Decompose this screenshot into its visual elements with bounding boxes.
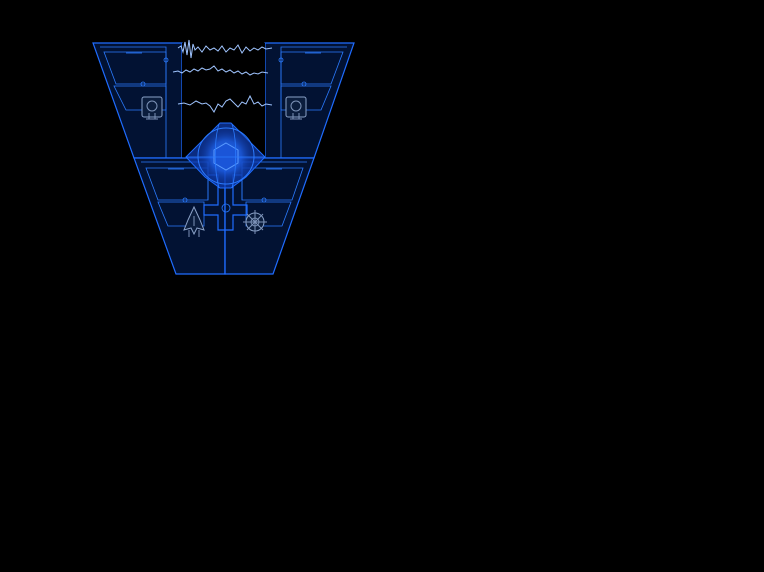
signal-trace-2 bbox=[172, 65, 269, 76]
signal-trace-1 bbox=[177, 39, 273, 59]
pipe-valve-icon[interactable] bbox=[285, 96, 307, 120]
pipe-valve-icon[interactable] bbox=[141, 96, 163, 120]
rocket-ship-icon[interactable] bbox=[183, 205, 205, 237]
upper-right-panel[interactable] bbox=[264, 42, 355, 159]
upper-left-panel[interactable] bbox=[92, 42, 183, 159]
energy-core-icon[interactable] bbox=[185, 122, 266, 189]
upper-deck bbox=[92, 39, 355, 159]
gear-cog-icon[interactable] bbox=[243, 210, 267, 234]
signal-trace-3 bbox=[177, 94, 273, 113]
signal-traces bbox=[172, 39, 273, 113]
lower-deck bbox=[133, 157, 315, 275]
